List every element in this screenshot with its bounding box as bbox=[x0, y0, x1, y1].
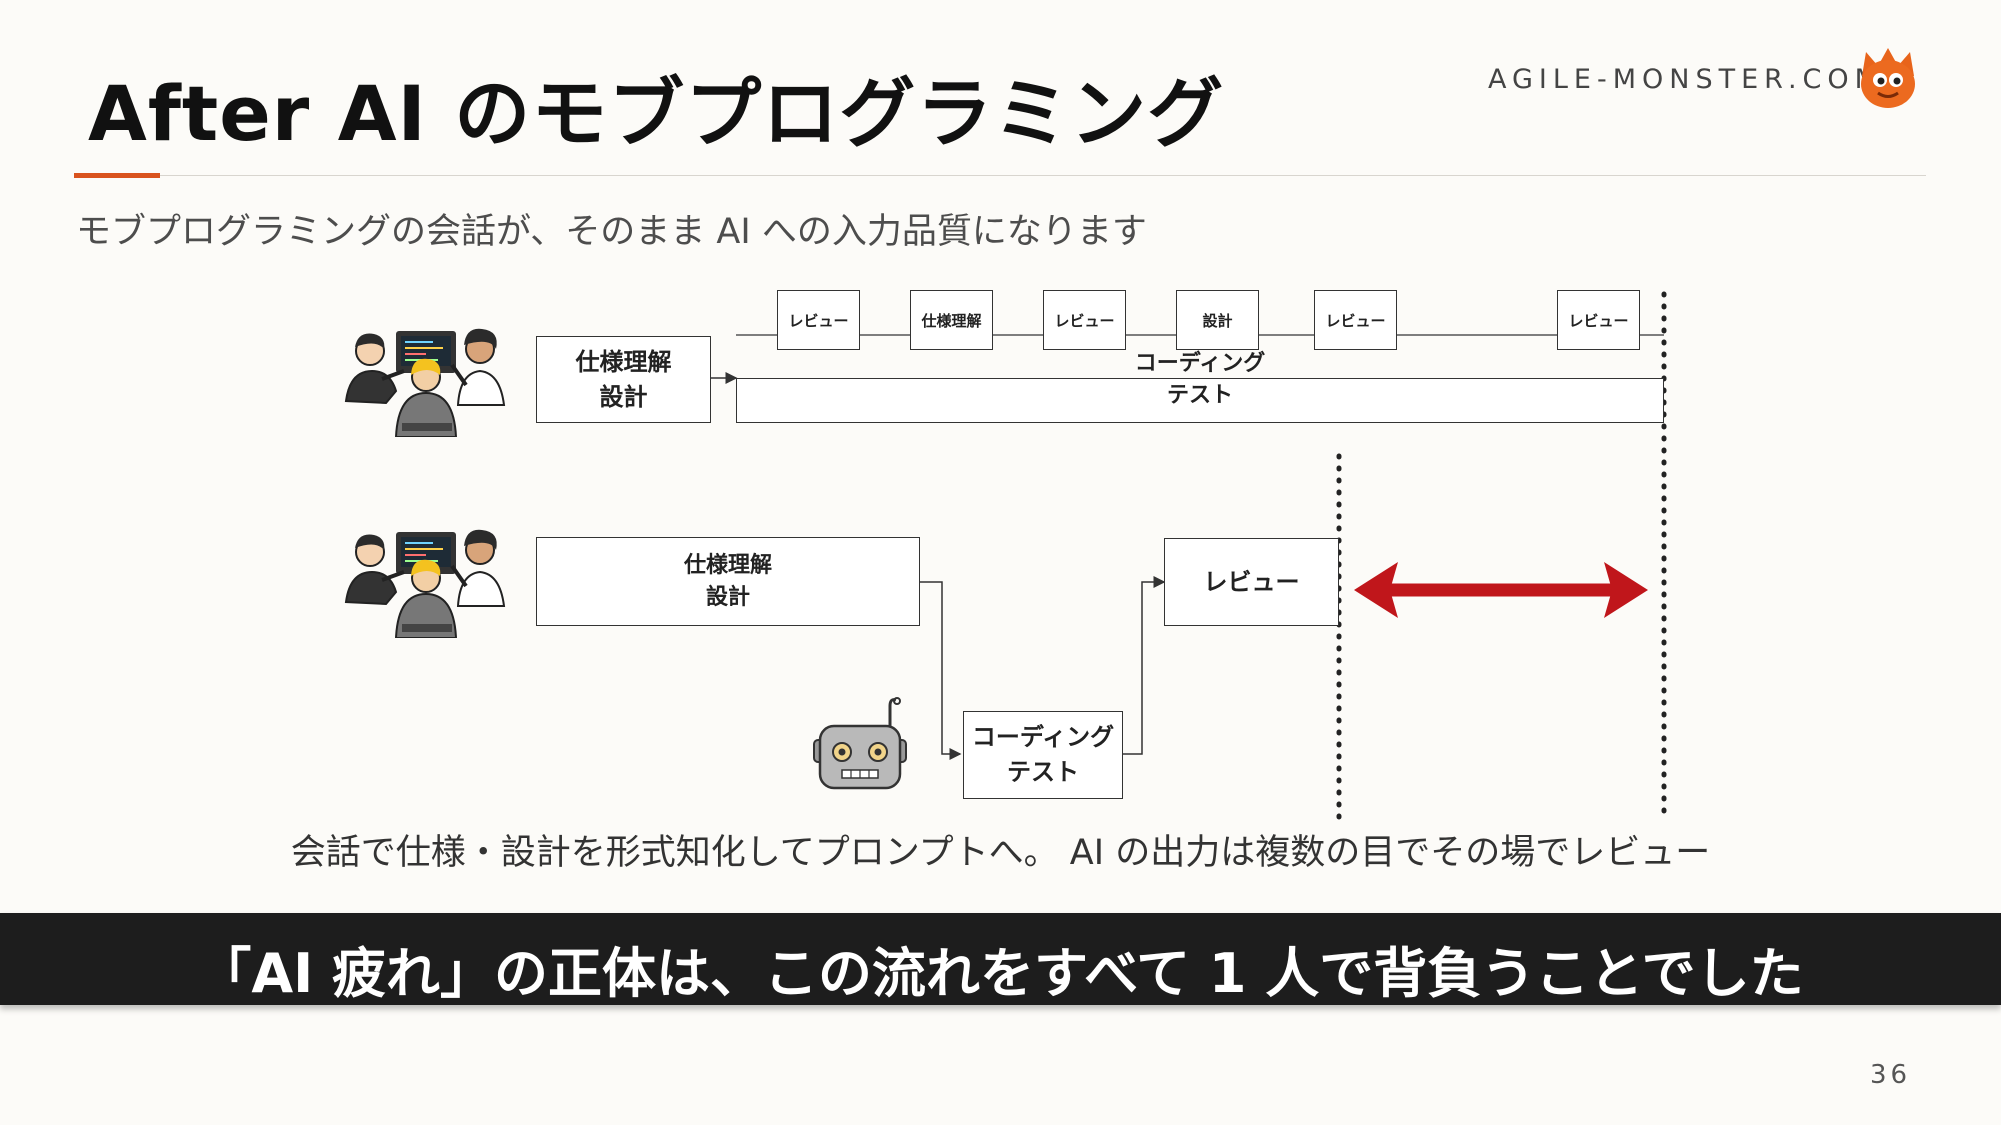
row1-tag-5: レビュー bbox=[1314, 290, 1397, 350]
monster-logo-icon bbox=[1861, 48, 1915, 108]
diagram-connectors bbox=[710, 291, 1667, 821]
mob-team-icon bbox=[344, 328, 506, 437]
mob-team-icon bbox=[344, 529, 506, 638]
row1-spec-box: 仕様理解 設計 bbox=[536, 336, 711, 423]
row1-tag-6: レビュー bbox=[1557, 290, 1640, 350]
row1-tag-4: 設計 bbox=[1176, 290, 1259, 350]
row1-coding-text: コーディング テスト bbox=[1134, 351, 1266, 408]
row1-spec-text: 仕様理解 設計 bbox=[575, 347, 672, 411]
conclusion-banner: 「AI 疲れ」の正体は、この流れをすべて 1 人で背負うことでした bbox=[0, 913, 2001, 1005]
diagram-caption: 会話で仕様・設計を形式知化してプロンプトへ。 AI の出力は複数の目でその場でレ… bbox=[290, 833, 1711, 873]
title-divider bbox=[74, 175, 1926, 176]
title-divider-accent bbox=[74, 173, 160, 178]
row2-spec-text: 仕様理解 設計 bbox=[683, 552, 772, 610]
subtitle: モブプログラミングの会話が、そのまま AI への入力品質になります bbox=[76, 212, 1147, 252]
row1-tag-2: 仕様理解 bbox=[910, 290, 993, 350]
page-title: After AI のモブプログラミング bbox=[88, 69, 1225, 158]
double-arrow-icon bbox=[1354, 562, 1648, 618]
conclusion-text: 「AI 疲れ」の正体は、この流れをすべて 1 人で背負うことでした bbox=[197, 942, 1804, 1005]
brand-name[interactable]: AGILE-MONSTER.COM bbox=[1488, 64, 1884, 95]
page-number: 36 bbox=[1870, 1060, 1912, 1090]
row1-coding-box bbox=[736, 378, 1664, 423]
row1-tag-3: レビュー bbox=[1043, 290, 1126, 350]
row2-review-text: レビュー bbox=[1203, 567, 1300, 596]
row2-coding-text: コーディング テスト bbox=[971, 723, 1115, 786]
row2-coding-box: コーディング テスト bbox=[963, 711, 1123, 799]
robot-icon bbox=[813, 697, 907, 790]
workflow-diagram: 仕様理解 設計 コーディング テスト レビュー 仕様理解 レビュー 設計 レビュ… bbox=[318, 280, 1698, 840]
row2-spec-box: 仕様理解 設計 bbox=[536, 537, 920, 626]
row2-review-box: レビュー bbox=[1164, 538, 1339, 626]
row1-tag-1: レビュー bbox=[777, 290, 860, 350]
